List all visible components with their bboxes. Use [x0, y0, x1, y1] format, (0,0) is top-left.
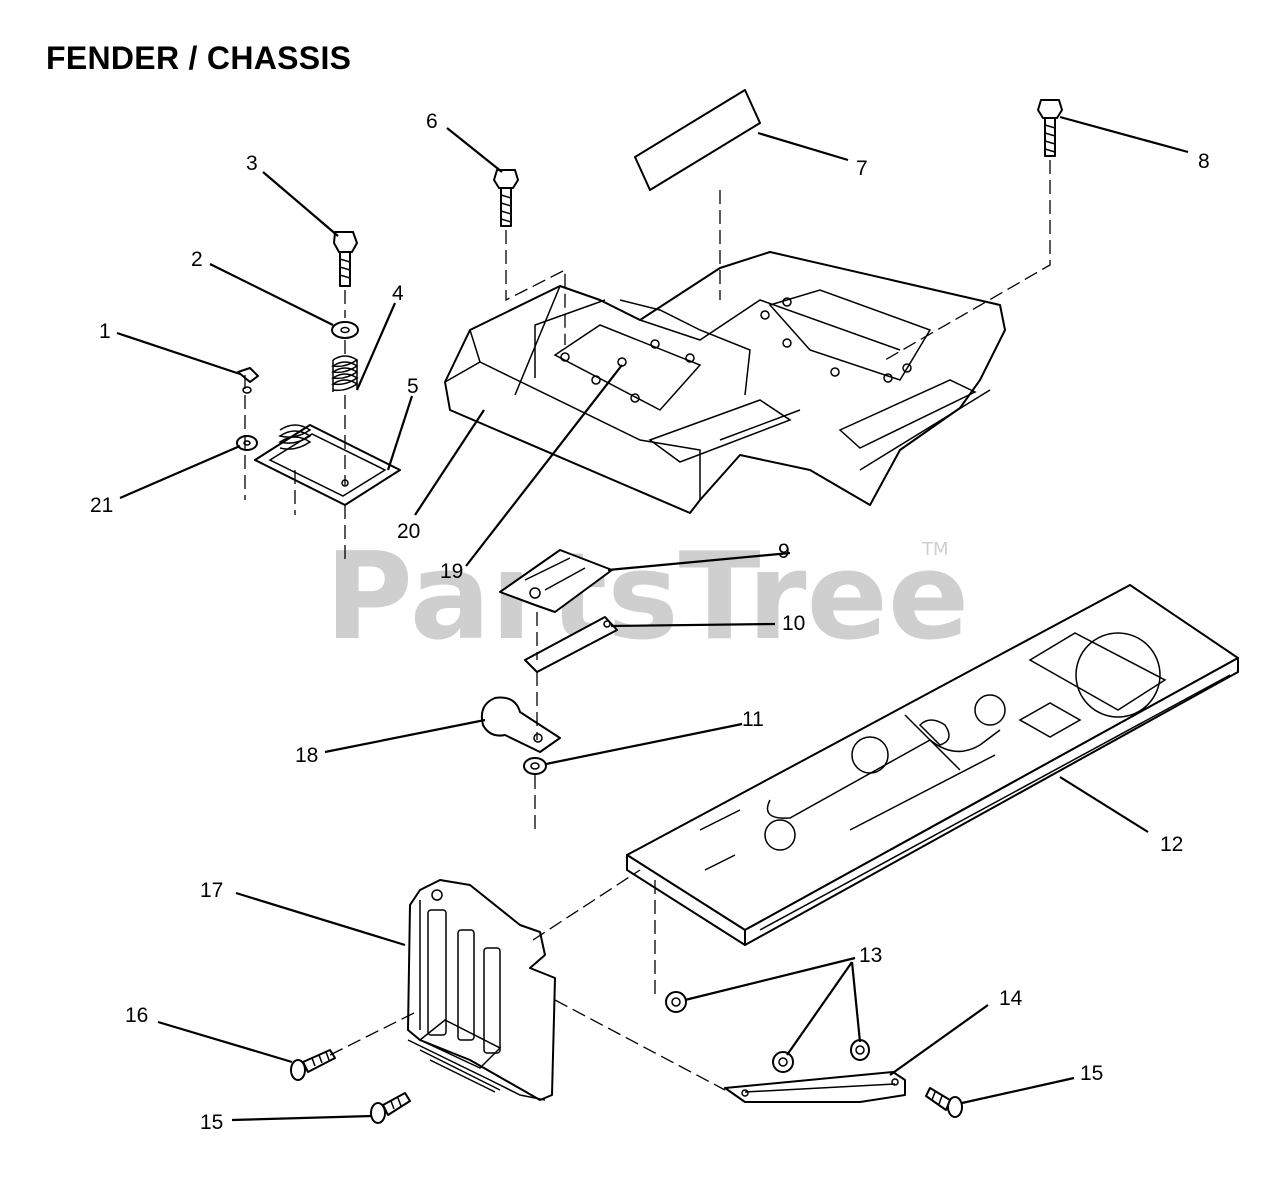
washer-2-part[interactable] [331, 321, 359, 339]
callout-20: 20 [397, 520, 420, 543]
callout-6: 6 [426, 110, 438, 133]
washer-21-part[interactable] [236, 435, 258, 451]
callout-3: 3 [246, 152, 258, 175]
callout-2: 2 [191, 248, 203, 271]
bolt-8-part[interactable] [1037, 99, 1063, 157]
callout-5: 5 [407, 375, 419, 398]
callout-17: 17 [200, 879, 223, 902]
callout-14: 14 [999, 987, 1023, 1010]
plate-10-part[interactable] [524, 616, 618, 673]
bolt-16-part[interactable] [290, 1049, 336, 1081]
callout-7: 7 [856, 157, 868, 180]
assembly-lines [244, 160, 1051, 1091]
bar-14-part[interactable] [724, 1071, 906, 1103]
callout-15-right: 15 [1080, 1062, 1103, 1085]
nut-13c-part[interactable] [850, 1039, 870, 1061]
callout-10: 10 [782, 612, 805, 635]
callout-13: 13 [859, 944, 882, 967]
nut-13a-part[interactable] [665, 991, 687, 1013]
callout-15-left: 15 [200, 1111, 223, 1134]
callout-1: 1 [99, 320, 111, 343]
bolt-15a-part[interactable] [370, 1092, 411, 1124]
watermark-text: PartsTree [325, 528, 969, 667]
callout-labels: 1 2 3 4 5 6 7 8 9 10 11 12 13 14 15 16 1… [90, 110, 1210, 1134]
bolt-6-part[interactable] [493, 169, 519, 227]
clamp-18-part[interactable] [480, 696, 561, 753]
bolt-15b-part[interactable] [925, 1087, 963, 1118]
callout-8: 8 [1198, 150, 1210, 173]
spring-4-part[interactable] [331, 355, 359, 392]
bracket-9-part[interactable] [499, 549, 613, 613]
chassis-frame-12-part[interactable] [626, 584, 1239, 946]
callout-11: 11 [742, 708, 764, 731]
fender-part[interactable] [444, 251, 1006, 514]
callout-21: 21 [90, 494, 113, 517]
callout-18: 18 [295, 744, 318, 767]
decal-part[interactable] [634, 89, 761, 191]
bracket-17-part[interactable] [407, 879, 556, 1101]
callout-9: 9 [778, 540, 790, 563]
nut-13b-part[interactable] [772, 1051, 794, 1073]
nut-11-part[interactable] [523, 757, 547, 775]
watermark-trademark: TM [921, 539, 949, 560]
bolt-3-part[interactable] [333, 231, 358, 287]
callout-4: 4 [392, 282, 404, 305]
callout-19: 19 [440, 560, 463, 583]
callout-16: 16 [125, 1004, 148, 1027]
clip-1-part[interactable] [237, 367, 259, 394]
plate-5-part[interactable] [254, 424, 401, 506]
page-title: FENDER / CHASSIS [46, 40, 352, 76]
callout-12: 12 [1160, 833, 1183, 856]
leader-lines [116, 115, 1189, 1122]
